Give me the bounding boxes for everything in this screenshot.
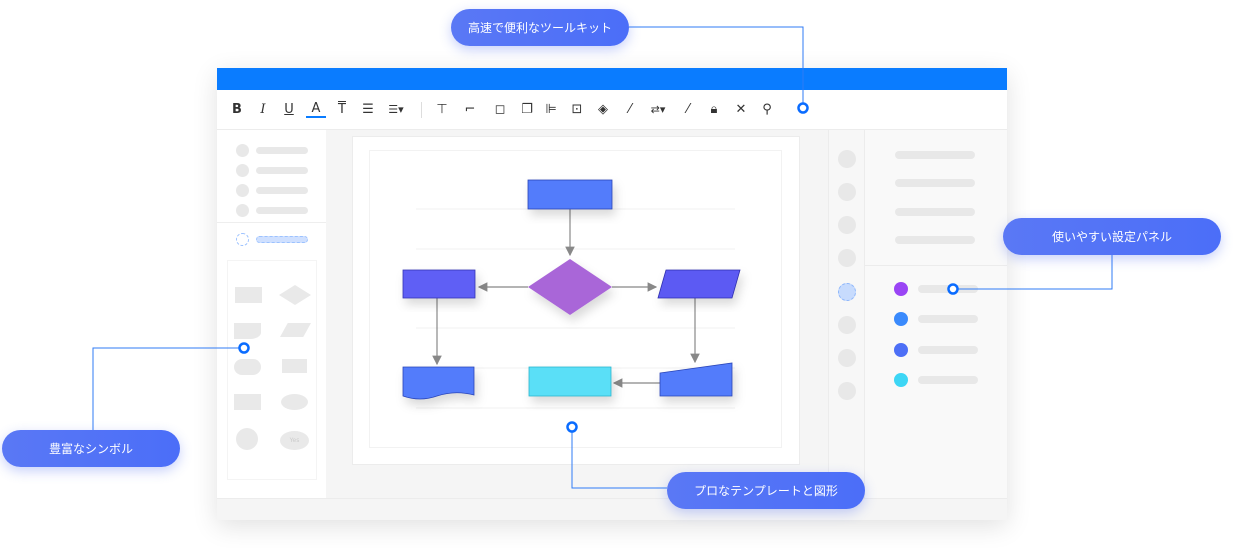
divider [865,265,1007,266]
style-strip [828,130,865,498]
color-swatch-indigo[interactable] [894,343,908,357]
lock-icon[interactable]: 🔒︎ [710,102,718,117]
send-back-icon[interactable]: ❐ [521,102,533,117]
decision-diamond-shape [528,259,612,315]
connector-icon[interactable]: ⌐ [464,102,476,117]
setting-row[interactable] [895,208,975,216]
align-left-icon[interactable]: ⊫ [545,102,557,117]
group-icon[interactable]: ⊡ [571,102,583,117]
list-item[interactable] [256,207,308,214]
list-dot [236,184,249,197]
setting-row[interactable] [895,236,975,244]
toolbar [217,90,1007,130]
color-swatch-blue[interactable] [894,312,908,326]
status-bar [217,498,1007,520]
brush-icon[interactable]: ⁄ [686,102,690,117]
style-option[interactable] [838,183,856,201]
list-item[interactable] [256,187,308,194]
toolbar-divider [421,102,422,118]
bold-icon[interactable]: B [232,102,242,117]
fill-icon[interactable]: ◈ [598,102,608,117]
parallelogram-symbol[interactable] [280,323,311,337]
left-process-shape [402,269,476,299]
list-dot [236,164,249,177]
color-label [918,376,978,384]
style-option[interactable] [838,382,856,400]
text-box-icon[interactable]: ⊤ [436,102,448,117]
terminator-symbol[interactable] [234,359,261,375]
style-option[interactable] [838,150,856,168]
text-style-icon[interactable]: T [338,102,346,117]
data-parallelogram-shape [657,269,741,299]
color-label [918,315,978,323]
bring-front-icon[interactable]: ◻ [494,102,506,117]
line-style-icon[interactable]: ⇄▾ [650,103,666,116]
connectors [432,209,700,388]
title-bar [217,68,1007,90]
cyan-process-shape [528,366,612,397]
color-label [918,346,978,354]
list-item[interactable] [256,167,308,174]
color-swatch-purple[interactable] [894,282,908,296]
align-icon[interactable]: ☰ [362,102,374,117]
diamond-symbol[interactable] [279,285,311,305]
callout-templates: プロなテンプレートと図形 [667,472,865,509]
search-icon[interactable]: ⚲ [762,102,772,117]
color-swatch-cyan[interactable] [894,373,908,387]
list-dot [236,144,249,157]
start-process-shape [527,179,613,210]
list-dot [236,204,249,217]
rectangle-symbol[interactable] [235,287,262,303]
process-symbol[interactable] [282,359,307,373]
manual-input-shape [659,362,733,397]
callout-settings-panel: 使いやすい設定パネル [1003,218,1221,255]
list-dot [236,233,249,246]
document-symbol[interactable] [234,323,261,339]
divider [217,222,326,223]
style-option[interactable] [838,316,856,334]
style-option[interactable] [838,249,856,267]
callout-symbols: 豊富なシンボル [2,430,180,467]
symbol-grid: Yes [227,260,317,480]
underline-icon[interactable]: U [284,102,294,117]
list-item[interactable] [256,147,308,154]
ellipse-symbol[interactable] [281,394,308,410]
yes-symbol[interactable]: Yes [280,431,309,450]
symbol-library-panel: Yes [217,130,326,498]
italic-icon[interactable]: I [260,102,266,117]
style-option[interactable] [838,216,856,234]
color-label [918,285,978,293]
line-color-icon[interactable]: ⁄ [628,102,632,117]
circle-symbol[interactable] [236,428,258,450]
style-option-selected[interactable] [838,283,856,301]
setting-row[interactable] [895,151,975,159]
line-spacing-icon[interactable]: ☰▾ [388,103,404,116]
document-shape [402,366,475,400]
setting-row[interactable] [895,179,975,187]
font-color-icon[interactable]: A [306,100,326,118]
style-option[interactable] [838,349,856,367]
tools-icon[interactable]: ✕ [735,102,747,117]
selected-list-item[interactable] [256,236,308,243]
callout-toolkit: 高速で便利なツールキット [451,9,629,46]
settings-panel [865,130,1007,498]
rectangle-symbol[interactable] [234,394,261,410]
